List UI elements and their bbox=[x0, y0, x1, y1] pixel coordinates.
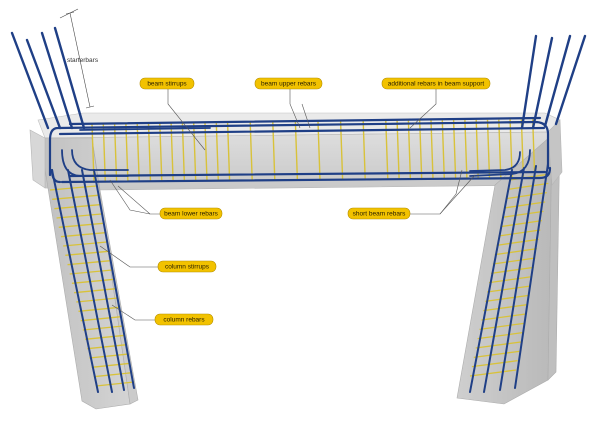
left-column-stirrup bbox=[82, 325, 124, 331]
starter-bar bbox=[554, 34, 587, 126]
beam-upper-rebar bbox=[58, 126, 546, 136]
callout-short-beam-rebars: short beam rebars bbox=[347, 207, 411, 220]
short-beam-rebars-label: short beam rebars bbox=[353, 211, 406, 218]
column-rebars bbox=[51, 163, 549, 393]
left-column-stirrup bbox=[84, 334, 126, 340]
right-column-stirrup bbox=[504, 201, 546, 209]
right-column-stirrup bbox=[471, 360, 518, 368]
left-column-stirrup bbox=[65, 250, 109, 256]
right-column-stirrup bbox=[506, 192, 547, 200]
left-column-stirrup bbox=[49, 185, 97, 191]
left-column-stirrup bbox=[54, 204, 100, 210]
right-column-stirrup bbox=[477, 332, 523, 340]
callout-column-stirrups: column stirrups bbox=[157, 260, 217, 273]
right-column-stirrup bbox=[479, 322, 525, 330]
right-column-stirrup bbox=[481, 313, 526, 321]
left-column-stirrup bbox=[60, 232, 106, 238]
starter-bar bbox=[10, 31, 50, 130]
starterbars-label: starterbars bbox=[67, 57, 99, 64]
callout-additional-rebars: additional rebars in beam support bbox=[381, 77, 491, 90]
short-rebar bbox=[469, 151, 521, 172]
right-column-rebar bbox=[483, 167, 525, 393]
beam-upper-rebar bbox=[68, 116, 542, 126]
column-stirrups-label: column stirrups bbox=[165, 264, 210, 271]
callout-beam-upper-rebars: beam upper rebars bbox=[254, 77, 323, 90]
left-column-stirrup bbox=[74, 288, 116, 294]
starter-bar bbox=[543, 34, 572, 128]
left-column-stirrup bbox=[69, 269, 113, 275]
right-column-stirrup bbox=[485, 294, 530, 302]
right-column-stirrup bbox=[507, 182, 549, 190]
left-column-rebar bbox=[93, 169, 135, 389]
right-column-stirrup bbox=[488, 276, 533, 284]
callout-column-rebars: column rebars bbox=[154, 313, 214, 326]
left-column-stirrup bbox=[95, 381, 135, 387]
beam-lower-rebars-label: beam lower rebars bbox=[164, 211, 219, 218]
callout-beam-lower-rebars: beam lower rebars bbox=[159, 207, 223, 220]
additional-support-rebars bbox=[79, 121, 531, 131]
left-column-stirrup bbox=[78, 306, 120, 312]
column-stirrups bbox=[49, 173, 551, 387]
beam-stirrups-label: beam stirrups bbox=[147, 81, 187, 88]
left-column-stirrup bbox=[52, 194, 98, 200]
left-column-stirrup bbox=[93, 372, 133, 378]
right-column-rebar bbox=[499, 165, 537, 391]
additional-rebars-label: additional rebars in beam support bbox=[388, 81, 485, 88]
additional-rebar bbox=[379, 121, 531, 125]
right-column-stirrup bbox=[487, 285, 531, 293]
left-column-stirrup bbox=[76, 297, 118, 303]
left-column-side bbox=[91, 137, 139, 405]
right-column-stirrup bbox=[494, 248, 538, 256]
right-column-stirrup bbox=[475, 341, 521, 349]
column-rebars-label: column rebars bbox=[163, 317, 205, 324]
beam-end-left bbox=[29, 129, 46, 189]
left-column-stirrup bbox=[87, 344, 127, 350]
left-column-stirrup bbox=[63, 241, 107, 247]
starter-bars bbox=[10, 26, 587, 130]
starterbars-dimension bbox=[59, 8, 95, 109]
left-column-stirrup bbox=[91, 362, 131, 368]
right-column-stirrup bbox=[496, 238, 539, 246]
left-column bbox=[39, 137, 131, 410]
callout-beam-stirrups: beam stirrups bbox=[139, 77, 195, 90]
left-column-rebar bbox=[51, 169, 99, 393]
short-rebar bbox=[71, 149, 129, 171]
left-column-stirrup bbox=[89, 353, 129, 359]
left-column-stirrup bbox=[58, 222, 104, 228]
right-column-stirrup bbox=[502, 210, 544, 218]
right-column-stirrup bbox=[483, 304, 528, 312]
right-column-stirrup bbox=[498, 229, 541, 237]
left-column-rebar bbox=[67, 169, 113, 393]
right-column-rebar bbox=[514, 163, 549, 389]
starter-bar bbox=[25, 38, 62, 130]
beam-longitudinal-rebars bbox=[48, 116, 552, 184]
beam-upper-rebars-label: beam upper rebars bbox=[261, 81, 317, 88]
right-column-stirrup bbox=[469, 369, 517, 377]
left-column-stirrup bbox=[80, 316, 122, 322]
additional-rebar bbox=[79, 127, 211, 131]
left-column-stirrup bbox=[71, 278, 115, 284]
left-column-rebar bbox=[81, 169, 125, 391]
starter-bar bbox=[40, 31, 74, 130]
beam-lower-rebar bbox=[68, 170, 547, 178]
right-column-rebar bbox=[469, 169, 513, 393]
right-column-stirrup bbox=[490, 266, 534, 274]
right-column-stirrup bbox=[492, 257, 536, 265]
starter-bar bbox=[531, 36, 554, 130]
right-column-stirrup bbox=[500, 220, 542, 228]
left-column-stirrup bbox=[67, 260, 111, 266]
starter-bar bbox=[520, 34, 538, 130]
right-column-stirrup bbox=[473, 350, 520, 358]
starter-bar bbox=[53, 26, 86, 130]
left-column-stirrup bbox=[56, 213, 102, 219]
